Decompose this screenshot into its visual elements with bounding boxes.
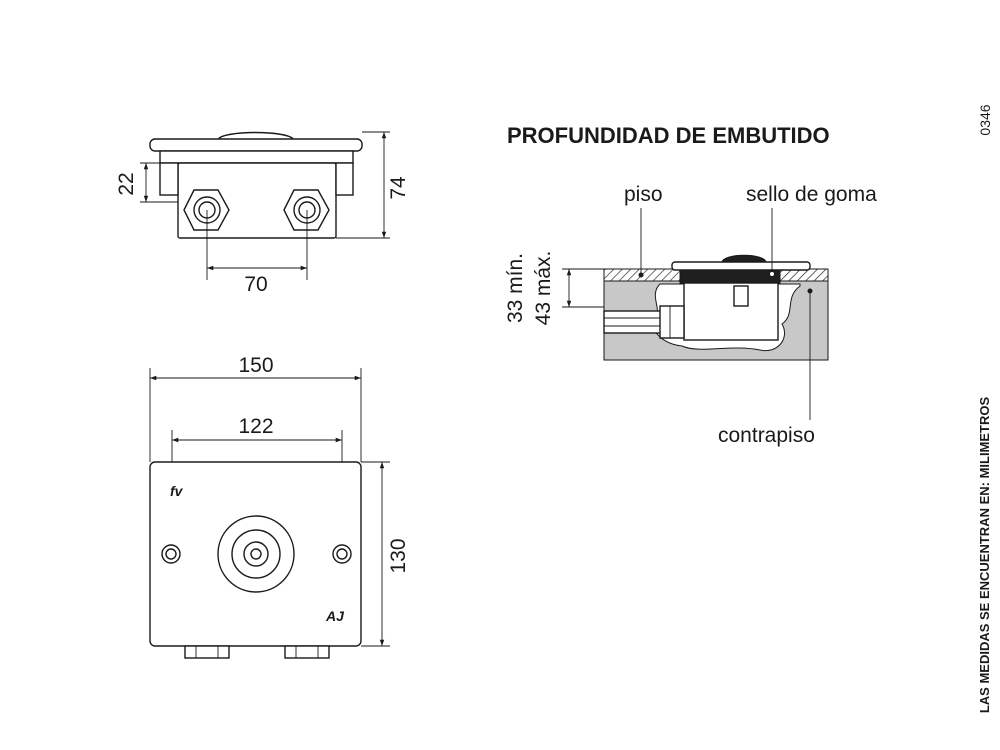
body-side-right [335, 162, 354, 196]
section-body [683, 282, 779, 341]
flange-rim [159, 150, 354, 164]
dim-depth: 130 [387, 538, 410, 573]
inlet-pipe [603, 305, 685, 339]
dim-max-depth: 43 máx. [532, 251, 555, 326]
label-subfloor: contrapiso [718, 424, 815, 447]
dim-total-height: 74 [387, 176, 410, 200]
section-dome [721, 254, 767, 263]
rubber-seal [679, 269, 781, 284]
section-view: PROFUNDIDAD DE EMBUTIDO piso sello de go… [504, 123, 877, 447]
dim-min-depth: 33 mín. [504, 253, 527, 323]
section-tab [733, 285, 749, 307]
label-floor: piso [624, 183, 663, 206]
screw-right [332, 544, 352, 564]
top-view: 150 122 fv AJ 13 [149, 354, 410, 659]
section-flange [671, 261, 811, 271]
flange [149, 138, 363, 152]
dim-width: 150 [238, 354, 273, 377]
center-socket [217, 515, 295, 593]
screw-left [161, 544, 181, 564]
units-note: LAS MEDIDAS SE ENCUENTRAN EN: MILIMETROS [977, 397, 992, 714]
dim-connector-spacing: 70 [244, 273, 267, 296]
logo-bottom: AJ [325, 608, 345, 624]
side-view: 22 74 70 [115, 131, 410, 296]
logo-top: fv [170, 483, 184, 499]
drawing-code: 0346 [977, 104, 993, 135]
connector-stub-right [284, 645, 330, 659]
dim-screw-spacing: 122 [238, 415, 273, 438]
label-seal: sello de goma [746, 183, 877, 206]
body-side-left [159, 162, 179, 196]
section-title: PROFUNDIDAD DE EMBUTIDO [507, 123, 830, 148]
dim-flange-height: 22 [115, 172, 138, 195]
connector-stub-left [184, 645, 230, 659]
